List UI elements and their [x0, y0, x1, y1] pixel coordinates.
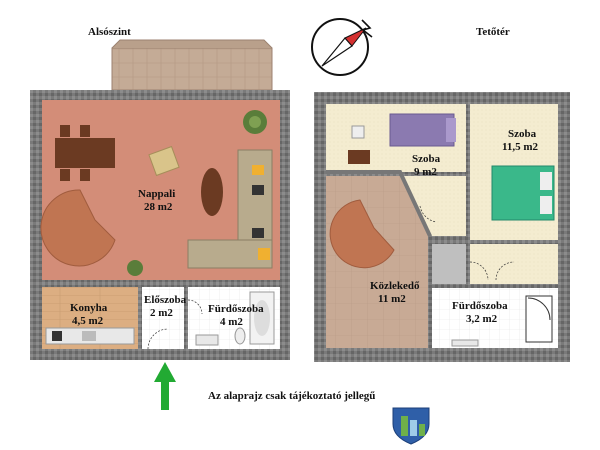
compass-icon: [311, 18, 373, 76]
room-label-kitchen: Konyha: [70, 302, 108, 314]
bed-small: [389, 113, 456, 147]
shower: [525, 295, 553, 343]
room-label-bathroom-upper: Fürdőszoba: [452, 300, 508, 312]
terrace: [111, 47, 273, 91]
room-label-living-room: Nappali: [138, 188, 176, 200]
room-area-hall: 2 m2: [150, 307, 173, 319]
room-label-hall: Előszoba: [144, 294, 187, 306]
plant-icon: [243, 110, 267, 134]
room-label-bathroom-lower: Fürdőszoba: [208, 303, 264, 315]
attic-label: Tetőtér: [476, 26, 510, 38]
room-area-kitchen: 4,5 m2: [72, 315, 104, 327]
room-area-corridor: 11 m2: [378, 293, 406, 305]
room-label-large-bedroom: Szoba: [508, 128, 537, 140]
dining-table: [55, 125, 115, 181]
bed-large: [491, 165, 555, 221]
washbasin: [195, 334, 219, 346]
coffee-table: [201, 168, 223, 216]
shield-logo-icon: [392, 407, 430, 445]
room-area-small-bedroom: 9 m2: [414, 166, 437, 178]
ground-floor-label: Alsószint: [88, 26, 131, 38]
room-label-small-bedroom: Szoba: [412, 153, 441, 165]
storage-floor: [432, 244, 466, 284]
disclaimer-text: Az alaprajz csak tájékoztató jellegű: [208, 390, 376, 402]
desk: [348, 150, 370, 164]
spiral-stair: [329, 199, 395, 269]
toilet: [234, 327, 246, 345]
room-area-bathroom-upper: 3,2 m2: [466, 313, 498, 325]
living-rug: [40, 189, 116, 267]
room-area-large-bedroom: 11,5 m2: [502, 141, 539, 153]
hall-floor: [142, 287, 184, 349]
entrance-arrow-icon: [154, 362, 176, 410]
room-area-living-room: 28 m2: [144, 201, 173, 213]
sofa: [187, 149, 273, 269]
room-area-bathroom-lower: 4 m2: [220, 316, 243, 328]
plant-icon: [127, 260, 143, 276]
armchair: [148, 145, 180, 177]
room-label-corridor: Közlekedő: [370, 280, 420, 292]
washbasin-upper: [451, 339, 479, 347]
